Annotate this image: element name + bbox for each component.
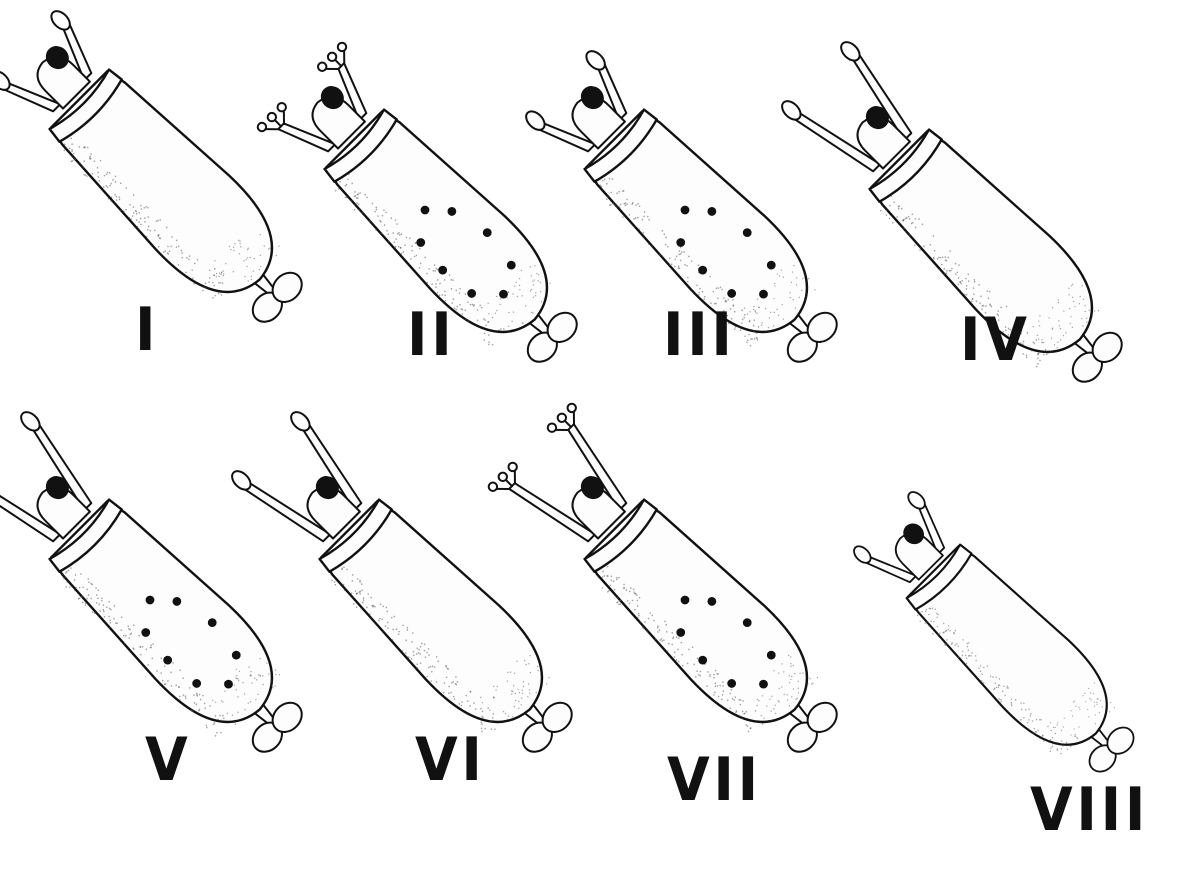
figure-drawing [820, 60, 1110, 460]
bag-body [577, 492, 831, 746]
panel-label: III [663, 305, 736, 365]
figure-panel-viii: VIII [860, 480, 1150, 880]
panel-label: VI [415, 730, 486, 790]
panel-label: II [407, 305, 455, 365]
panel-label: V [145, 730, 191, 790]
figure-drawing [275, 40, 565, 440]
figure-panel-iv: IV [820, 60, 1110, 460]
panel-label: VIII [1030, 780, 1149, 840]
figure-panel-vii: VII [535, 430, 825, 830]
bag-body [900, 538, 1129, 767]
panel-label: VII [667, 750, 762, 810]
bag-body [312, 492, 566, 746]
bag-body [42, 492, 296, 746]
figure-panel-iii: III [535, 40, 825, 440]
figure-panel-ii: II [275, 40, 565, 440]
panel-label: IV [960, 310, 1031, 370]
bag-body [42, 62, 296, 316]
figure-drawing [535, 40, 825, 440]
figure-panel-i: I [0, 0, 290, 400]
panel-label: I [135, 300, 159, 360]
